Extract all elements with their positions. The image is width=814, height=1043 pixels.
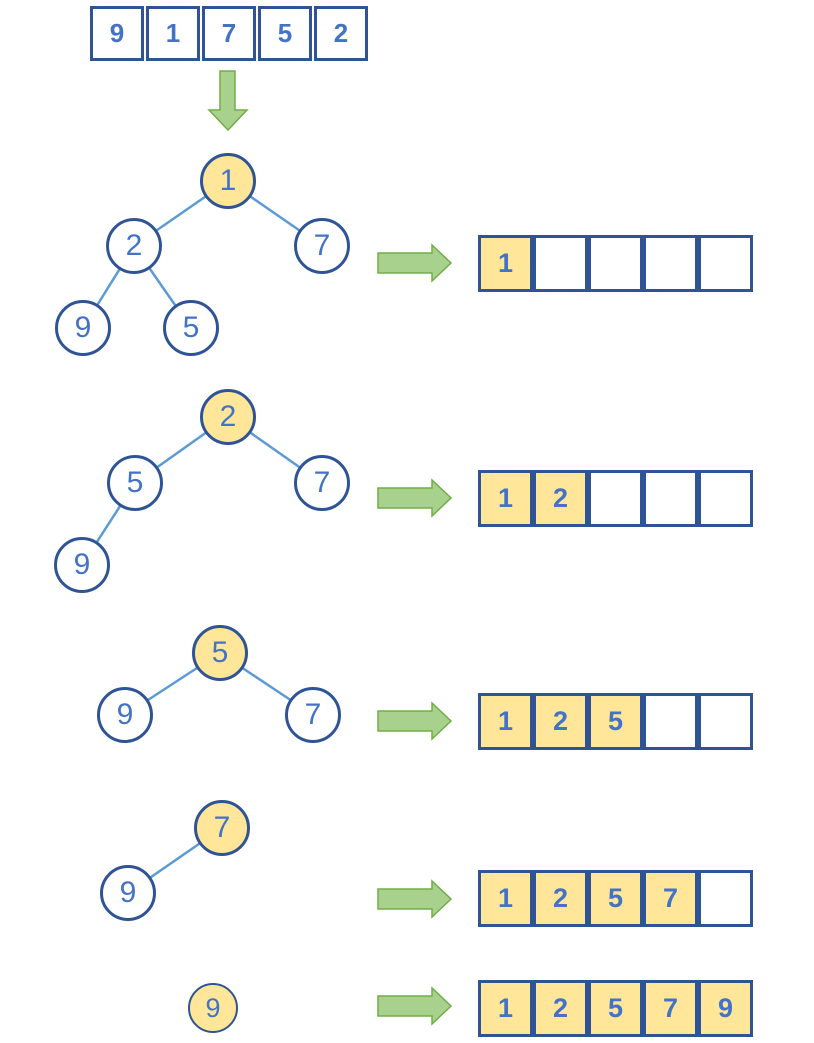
output-array-cell: 1 <box>478 235 533 292</box>
output-array-cell: 9 <box>698 980 753 1037</box>
output-array-cell: 7 <box>643 980 698 1037</box>
output-array-cell <box>698 235 753 292</box>
heap-node: 9 <box>54 537 110 593</box>
output-array-cell <box>643 693 698 750</box>
heap-node: 9 <box>55 300 111 356</box>
output-array-cell: 1 <box>478 693 533 750</box>
right-arrow-icon <box>377 879 453 919</box>
output-array-cell: 2 <box>533 470 588 527</box>
output-array-cell <box>588 470 643 527</box>
heap-node: 7 <box>285 687 341 743</box>
output-array: 1 2 5 7 <box>478 870 753 927</box>
input-array: 9 1 7 5 2 <box>90 6 368 61</box>
right-arrow-icon <box>377 243 453 283</box>
output-array-cell: 1 <box>478 870 533 927</box>
output-array-cell <box>643 235 698 292</box>
output-array-cell <box>698 693 753 750</box>
input-array-cell: 5 <box>258 6 312 61</box>
output-array-cell: 1 <box>478 470 533 527</box>
heap-node-root: 7 <box>194 800 250 856</box>
output-array-cell <box>588 235 643 292</box>
output-array-cell: 7 <box>643 870 698 927</box>
heap-node-root: 5 <box>192 625 248 681</box>
output-array-cell: 5 <box>588 980 643 1037</box>
heap-node-root: 1 <box>200 153 256 209</box>
right-arrow-icon <box>377 478 453 518</box>
input-array-cell: 7 <box>202 6 256 61</box>
output-array-cell: 5 <box>588 870 643 927</box>
right-arrow-icon <box>377 986 453 1026</box>
input-array-cell: 2 <box>314 6 368 61</box>
output-array-cell <box>698 870 753 927</box>
output-array: 1 2 <box>478 470 753 527</box>
output-array-cell: 5 <box>588 693 643 750</box>
heap-node: 9 <box>100 865 156 921</box>
heap-node-root: 9 <box>188 983 238 1033</box>
output-array-cell: 2 <box>533 980 588 1037</box>
output-array: 1 2 5 7 9 <box>478 980 753 1037</box>
heap-node-root: 2 <box>200 389 256 445</box>
output-array-cell <box>533 235 588 292</box>
output-array-cell <box>698 470 753 527</box>
heap-node: 5 <box>163 300 219 356</box>
output-array-cell: 2 <box>533 870 588 927</box>
output-array-cell: 1 <box>478 980 533 1037</box>
output-array-cell: 2 <box>533 693 588 750</box>
heap-node: 9 <box>97 687 153 743</box>
right-arrow-icon <box>377 701 453 741</box>
output-array: 1 2 5 <box>478 693 753 750</box>
heap-node: 7 <box>294 455 350 511</box>
heap-node: 5 <box>107 455 163 511</box>
heap-node: 7 <box>294 218 350 274</box>
output-array: 1 <box>478 235 753 292</box>
heap-node: 2 <box>106 218 162 274</box>
input-array-cell: 9 <box>90 6 144 61</box>
input-array-cell: 1 <box>146 6 200 61</box>
output-array-cell <box>643 470 698 527</box>
down-arrow-icon <box>207 70 249 132</box>
